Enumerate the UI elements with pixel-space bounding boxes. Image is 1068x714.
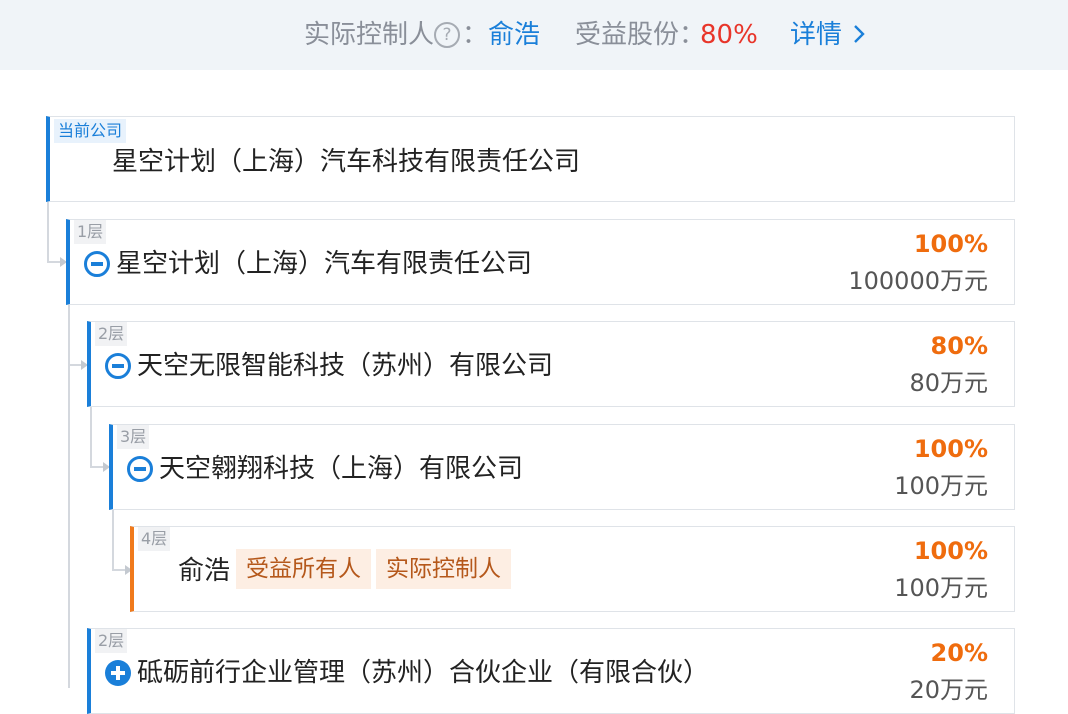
person-name[interactable]: 俞浩 <box>178 556 231 586</box>
holding-node-card[interactable]: 1层 星空计划（上海）汽车有限责任公司 100% 100000万元 <box>66 219 1015 305</box>
collapse-minus-icon[interactable] <box>105 353 131 379</box>
current-company-name[interactable]: 星空计划（上海）汽车科技有限责任公司 <box>112 147 581 177</box>
company-name[interactable]: 天空翱翔科技（上海）有限公司 <box>159 454 524 484</box>
details-link[interactable]: 详情 <box>790 18 866 52</box>
share-label: 受益股份： <box>575 20 706 50</box>
level-tag: 2层 <box>95 322 128 346</box>
tree-connector <box>47 261 63 263</box>
details-label: 详情 <box>790 20 843 50</box>
tree-connector <box>112 569 128 571</box>
holding-percent: 100% <box>913 230 988 258</box>
tree-connector <box>47 202 49 262</box>
tree-arrow <box>60 257 67 267</box>
company-name[interactable]: 星空计划（上海）汽车有限责任公司 <box>116 249 533 279</box>
tree-connector <box>90 407 92 467</box>
holding-node-card-person[interactable]: 4层 俞浩 受益所有人 实际控制人 100% 100万元 <box>130 526 1015 612</box>
chevron-right-icon <box>854 25 865 43</box>
level-tag: 2层 <box>95 629 128 653</box>
controller-summary-bar: 实际控制人 ? ： 俞浩 受益股份： 80% 详情 <box>0 0 1068 70</box>
capital-amount: 20万元 <box>909 676 988 704</box>
holding-percent: 20% <box>930 639 988 667</box>
colon: ： <box>462 20 489 50</box>
level-tag: 4层 <box>138 527 171 551</box>
expand-plus-icon[interactable] <box>105 660 131 686</box>
tree-connector <box>90 466 106 468</box>
collapse-minus-icon[interactable] <box>127 456 153 482</box>
current-company-card[interactable]: 当前公司 星空计划（上海）汽车科技有限责任公司 <box>46 116 1015 202</box>
capital-amount: 80万元 <box>909 369 988 397</box>
collapse-minus-icon[interactable] <box>84 251 110 277</box>
holding-node-card[interactable]: 2层 砥砺前行企业管理（苏州）合伙企业（有限合伙） 20% 20万元 <box>87 628 1015 714</box>
capital-amount: 100000万元 <box>848 267 988 295</box>
tree-connector <box>68 305 70 688</box>
tree-connector <box>68 364 84 366</box>
holding-percent: 100% <box>913 435 988 463</box>
holding-node-card[interactable]: 2层 天空无限智能科技（苏州）有限公司 80% 80万元 <box>87 321 1015 407</box>
tree-arrow <box>81 360 88 370</box>
holding-percent: 100% <box>913 537 988 565</box>
beneficial-owner-badge: 受益所有人 <box>236 549 371 589</box>
tree-connector <box>112 510 114 570</box>
company-name[interactable]: 砥砺前行企业管理（苏州）合伙企业（有限合伙） <box>137 658 710 688</box>
current-company-tag: 当前公司 <box>54 119 127 143</box>
level-tag: 1层 <box>74 220 107 244</box>
capital-amount: 100万元 <box>894 574 988 602</box>
question-circle-icon[interactable]: ? <box>434 22 460 48</box>
level-tag: 3层 <box>117 425 150 449</box>
tree-arrow <box>125 565 132 575</box>
holding-node-card[interactable]: 3层 天空翱翔科技（上海）有限公司 100% 100万元 <box>109 424 1015 510</box>
holding-percent: 80% <box>930 332 988 360</box>
capital-amount: 100万元 <box>894 472 988 500</box>
tree-arrow <box>103 462 110 472</box>
controller-name-link[interactable]: 俞浩 <box>488 20 541 50</box>
controller-label: 实际控制人 <box>304 20 435 50</box>
share-value: 80% <box>700 20 758 50</box>
actual-controller-badge: 实际控制人 <box>376 549 511 589</box>
company-name[interactable]: 天空无限智能科技（苏州）有限公司 <box>137 351 554 381</box>
